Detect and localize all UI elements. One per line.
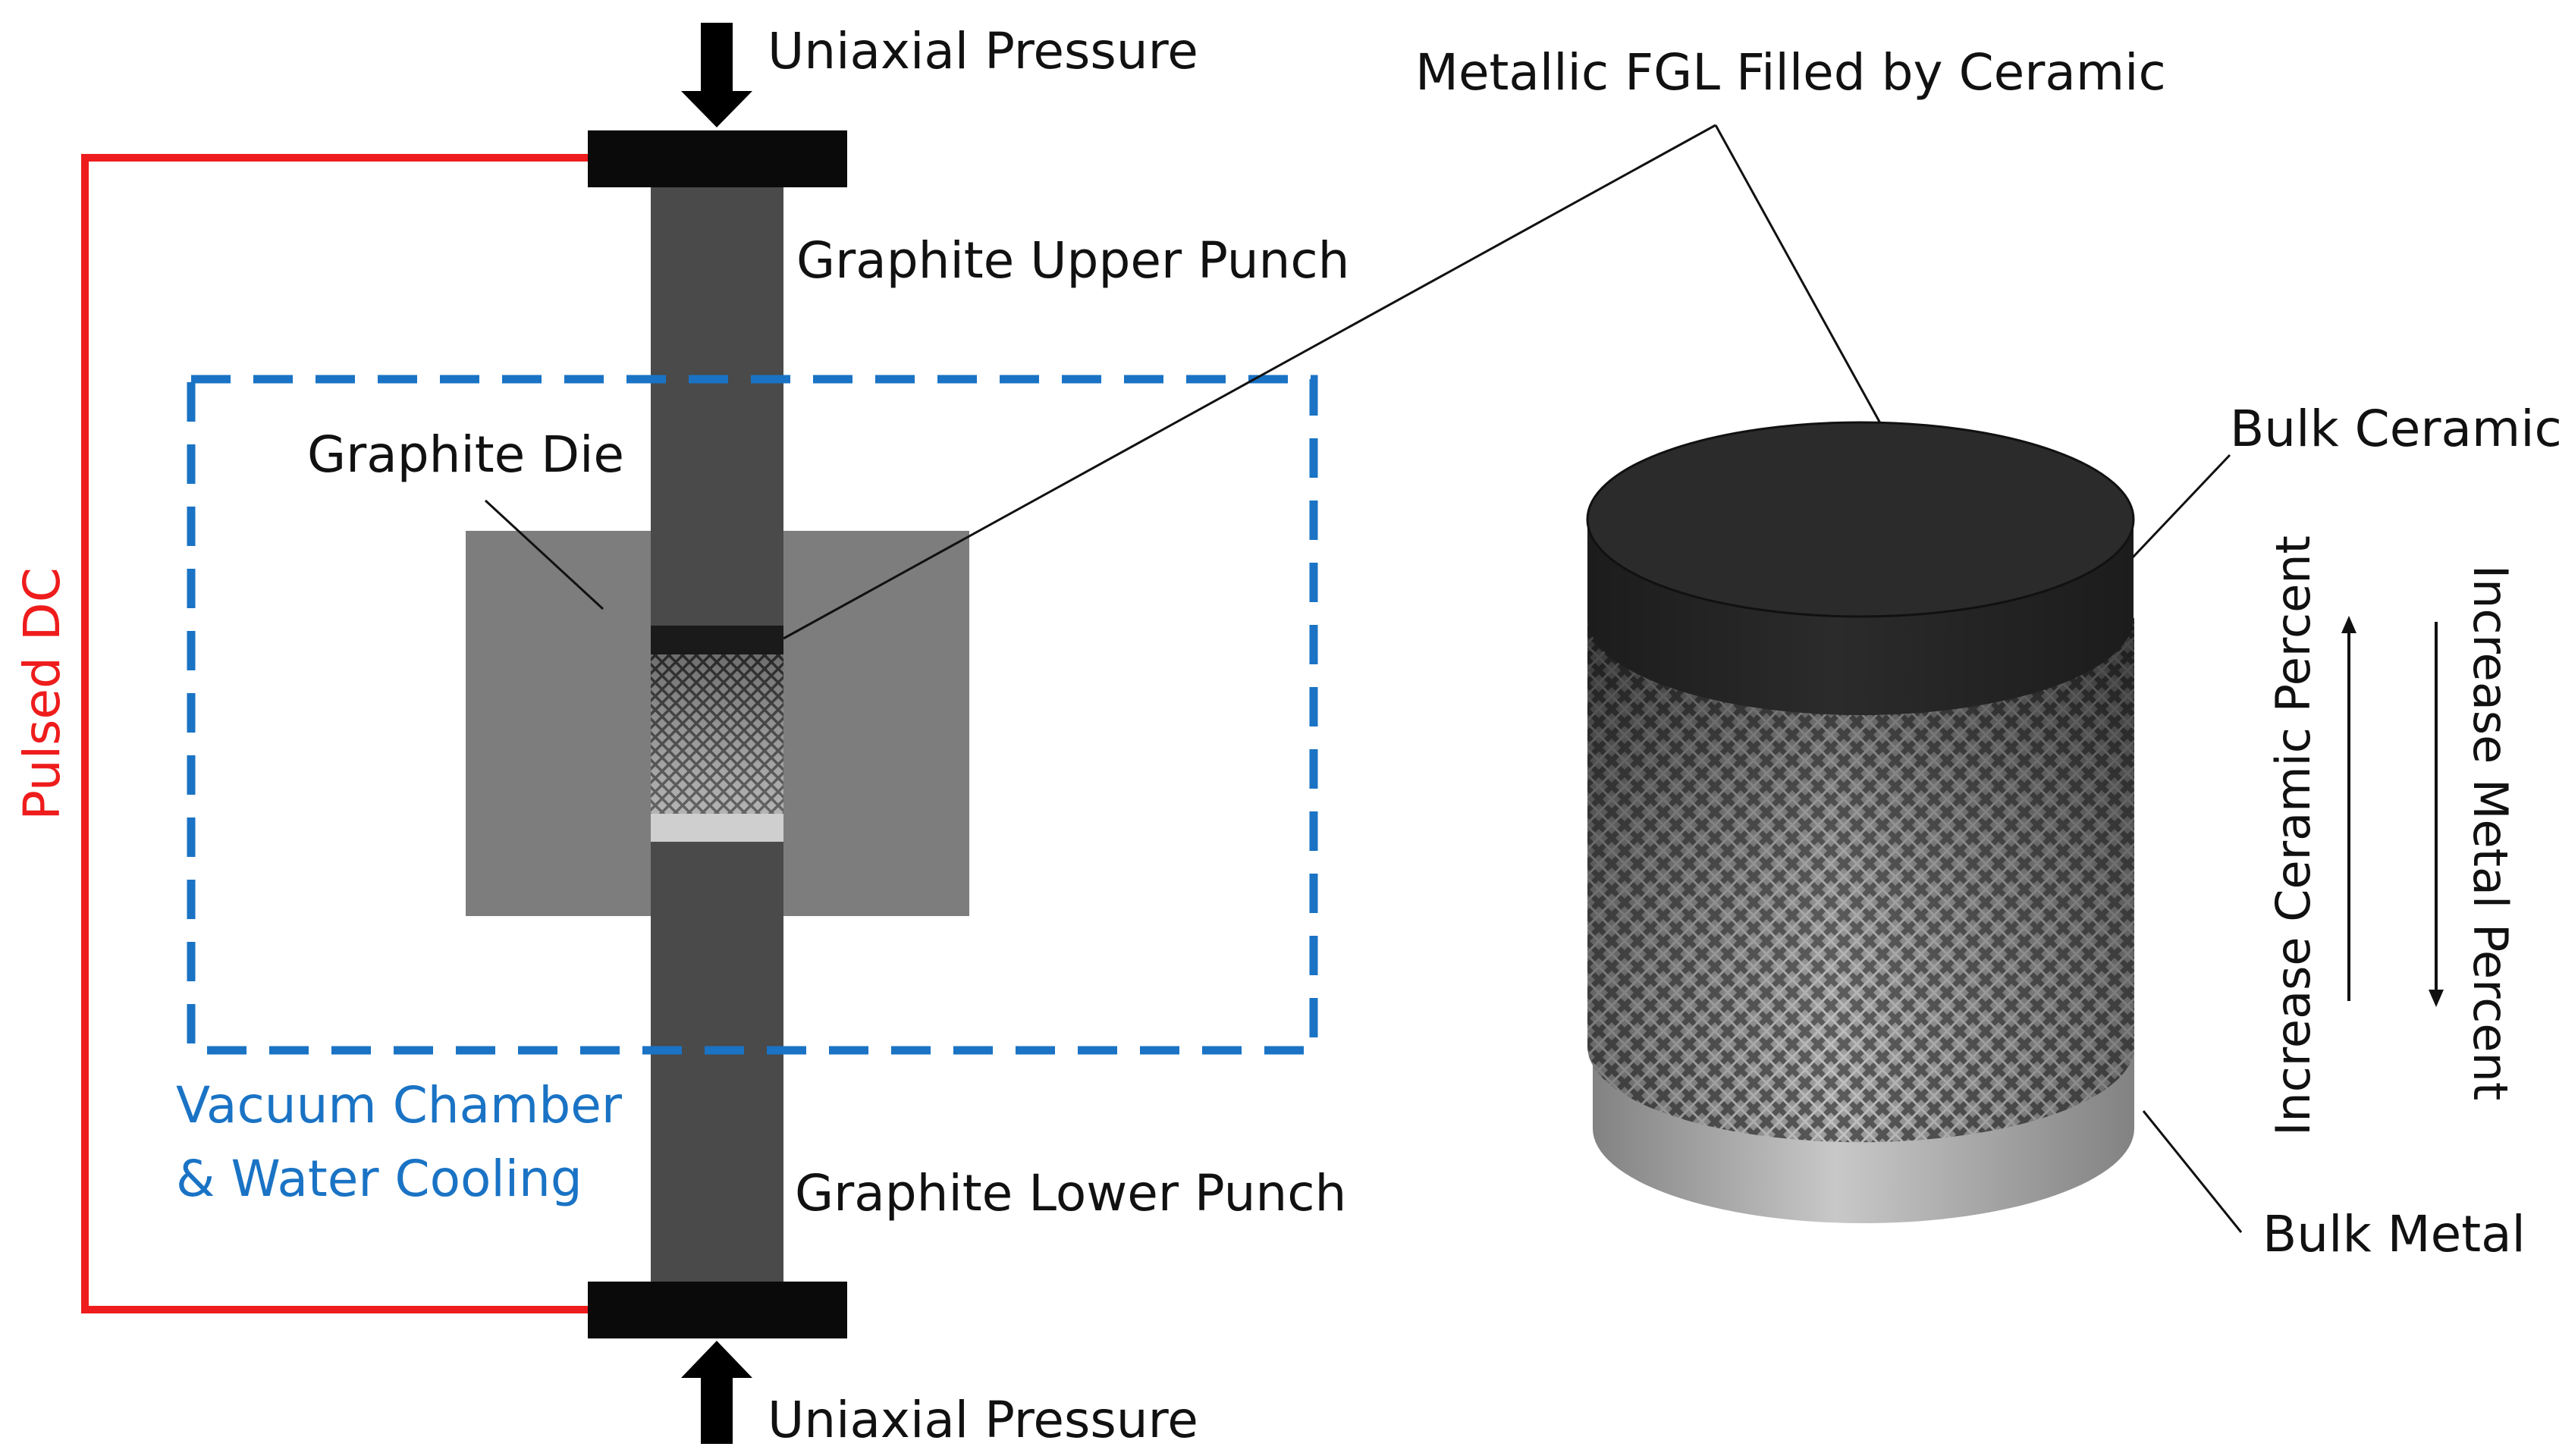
fgl-leader-right xyxy=(1714,124,1893,444)
top-pressure-arrow xyxy=(681,23,752,127)
graphite-die-label: Graphite Die xyxy=(307,425,624,484)
water-cooling-label: & Water Cooling xyxy=(176,1150,582,1208)
graphite-die-leader xyxy=(484,499,604,610)
bulk-ceramic-label: Bulk Ceramic xyxy=(2230,400,2559,458)
bulk-ceramic-top xyxy=(1586,421,2135,618)
sample-metal-layer xyxy=(651,814,783,842)
graphite-lower-punch xyxy=(651,842,783,1285)
fgl-leader-left xyxy=(783,124,1716,640)
graphite-upper-punch xyxy=(651,182,783,626)
increase-ceramic-label: Increase Ceramic Percent xyxy=(2265,535,2321,1136)
pulsed-dc-circuit xyxy=(81,154,588,1313)
bulk-ceramic-leader xyxy=(2131,453,2231,559)
upper-punch-label: Graphite Upper Punch xyxy=(796,231,1349,290)
vacuum-chamber-label: Vacuum Chamber xyxy=(176,1076,623,1134)
uniaxial-pressure-top-label: Uniaxial Pressure xyxy=(768,22,1198,80)
top-press-plate xyxy=(588,130,847,187)
lower-punch-label: Graphite Lower Punch xyxy=(795,1164,1346,1222)
bottom-press-plate xyxy=(588,1282,847,1338)
bulk-metal-label: Bulk Metal xyxy=(2262,1205,2526,1263)
increase-metal-label: Increase Metal Percent xyxy=(2463,565,2518,1100)
uniaxial-pressure-bottom-label: Uniaxial Pressure xyxy=(768,1391,1198,1449)
vacuum-chamber-boundary xyxy=(187,375,1318,1055)
bottom-pressure-arrow xyxy=(681,1341,752,1444)
sample-ceramic-layer xyxy=(651,626,783,654)
bulk-metal-leader xyxy=(2142,1110,2243,1233)
pulsed-dc-label: Pulsed DC xyxy=(13,567,71,821)
metallic-fgl-label: Metallic FGL Filled by Ceramic xyxy=(1415,43,2166,102)
fgl-cylinder xyxy=(1586,421,2135,1223)
